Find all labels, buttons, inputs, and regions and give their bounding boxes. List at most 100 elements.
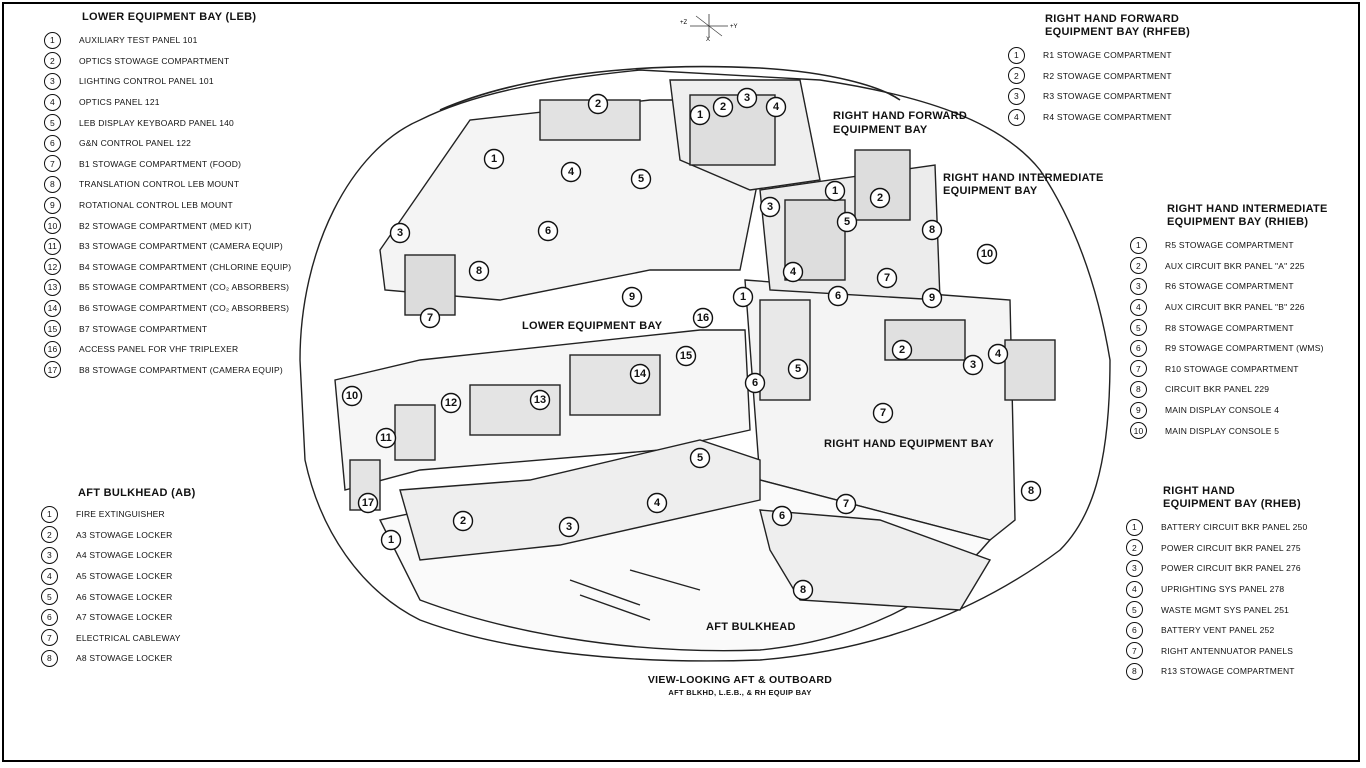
callout-marker: 17 — [357, 492, 379, 514]
callout-marker: 4 — [765, 96, 787, 118]
legend-item-label: POWER CIRCUIT BKR PANEL 276 — [1161, 563, 1301, 574]
callout-number: 8 — [1028, 485, 1034, 497]
legend-item-label: MAIN DISPLAY CONSOLE 4 — [1165, 405, 1280, 416]
callout-circle — [558, 516, 580, 538]
legend-item-label: R9 STOWAGE COMPARTMENT (WMS) — [1165, 343, 1324, 354]
legend-item-number: 4 — [41, 567, 58, 585]
callout-marker: 6 — [744, 372, 766, 394]
legend-item-label: UPRIGHTING SYS PANEL 278 — [1161, 584, 1285, 595]
callout-marker: 7 — [419, 307, 441, 329]
callout-number: 4 — [773, 101, 780, 113]
legend-item-label: R4 STOWAGE COMPARTMENT — [1043, 112, 1172, 123]
legend-item-label: G&N CONTROL PANEL 122 — [79, 138, 192, 149]
callout-circle — [341, 385, 363, 407]
callout-number: 5 — [638, 173, 644, 185]
legend-item-number: 7 — [41, 629, 58, 647]
callout-number: 11 — [380, 432, 392, 444]
legend-item-label: B5 STOWAGE COMPARTMENT (CO₂ ABSORBERS) — [79, 282, 290, 293]
callout-circle — [629, 363, 651, 385]
callout-circle — [824, 180, 846, 202]
legend-item-number: 4 — [44, 93, 61, 111]
callout-marker: 14 — [629, 363, 651, 385]
legend-item-label: B4 STOWAGE COMPARTMENT (CHLORINE EQUIP) — [79, 261, 292, 272]
legend-item: 6 G&N CONTROL PANEL 122 — [44, 133, 291, 154]
callout-number: 5 — [795, 363, 801, 375]
legend-item-label: B6 STOWAGE COMPARTMENT (CO₂ ABSORBERS) — [79, 303, 290, 314]
legend-item: 3 R6 STOWAGE COMPARTMENT — [1130, 276, 1328, 297]
legend-item-label: RIGHT ANTENNUATOR PANELS — [1161, 645, 1294, 656]
legend-item-number: 2 — [1130, 257, 1147, 275]
legend-item-label: POWER CIRCUIT BKR PANEL 275 — [1161, 542, 1301, 553]
legend-item-number: 2 — [1008, 67, 1025, 85]
callout-circle — [836, 211, 858, 233]
callout-number: 1 — [697, 109, 703, 121]
callout-marker: 1 — [824, 180, 846, 202]
axis-z-label: +Z — [680, 20, 688, 26]
callout-number: 4 — [568, 166, 575, 178]
legend-item-number: 5 — [1126, 601, 1143, 619]
callout-circle — [732, 286, 754, 308]
callout-marker: 3 — [736, 87, 758, 109]
legend-item-label: B1 STOWAGE COMPARTMENT (FOOD) — [79, 158, 242, 169]
legend-item-number: 10 — [1130, 422, 1147, 440]
legend-item-number: 2 — [41, 526, 58, 544]
callout-marker: 7 — [872, 402, 894, 424]
callout-marker: 11 — [375, 427, 397, 449]
callout-marker: 3 — [962, 354, 984, 376]
legend-item-label: B2 STOWAGE COMPARTMENT (MED KIT) — [79, 220, 252, 231]
legend-item-number: 6 — [44, 134, 61, 152]
legend-item-number: 1 — [1126, 518, 1143, 536]
legend-item-label: ROTATIONAL CONTROL LEB MOUNT — [79, 200, 233, 211]
callout-number: 9 — [629, 291, 635, 303]
locker-right — [759, 509, 992, 611]
legend-item-number: 8 — [1126, 662, 1143, 680]
callout-number: 6 — [752, 377, 758, 389]
callout-number: 7 — [884, 272, 890, 284]
callout-number: 2 — [877, 192, 883, 204]
legend-item-number: 1 — [44, 31, 61, 49]
callout-circle — [560, 161, 582, 183]
legend-rh-forward-equipment-bay: RIGHT HAND FORWARD EQUIPMENT BAY (RHFEB)… — [1008, 13, 1190, 127]
legend-item: 10 B2 STOWAGE COMPARTMENT (MED KIT) — [44, 215, 291, 236]
legend-item-number: 4 — [1008, 108, 1025, 126]
legend-item-label: R6 STOWAGE COMPARTMENT — [1165, 281, 1294, 292]
legend-item-label: R3 STOWAGE COMPARTMENT — [1043, 91, 1172, 102]
legend-item-number: 10 — [44, 217, 61, 235]
callout-number: 4 — [790, 266, 797, 278]
callout-number: 1 — [388, 534, 394, 546]
callout-number: 12 — [445, 397, 457, 409]
callout-number: 10 — [981, 248, 993, 260]
callout-marker: 1 — [483, 148, 505, 170]
legend-item-label: R13 STOWAGE COMPARTMENT — [1161, 666, 1295, 677]
callout-marker: 2 — [869, 187, 891, 209]
legend-item-label: CIRCUIT BKR PANEL 229 — [1165, 384, 1270, 395]
callout-circle — [537, 220, 559, 242]
callout-marker: 8 — [792, 579, 814, 601]
legend-item-number: 4 — [1130, 298, 1147, 316]
legend-title-line: RIGHT HAND — [1163, 485, 1236, 497]
legend-item-number: 11 — [44, 237, 61, 255]
callout-number: 15 — [680, 350, 692, 362]
callout-circle — [630, 168, 652, 190]
panel-detail — [404, 254, 456, 316]
callout-circle — [587, 93, 609, 115]
callout-marker: 6 — [771, 505, 793, 527]
callout-marker: 5 — [630, 168, 652, 190]
legend-item-number: 16 — [44, 340, 61, 358]
legend-item-number: 3 — [1130, 277, 1147, 295]
